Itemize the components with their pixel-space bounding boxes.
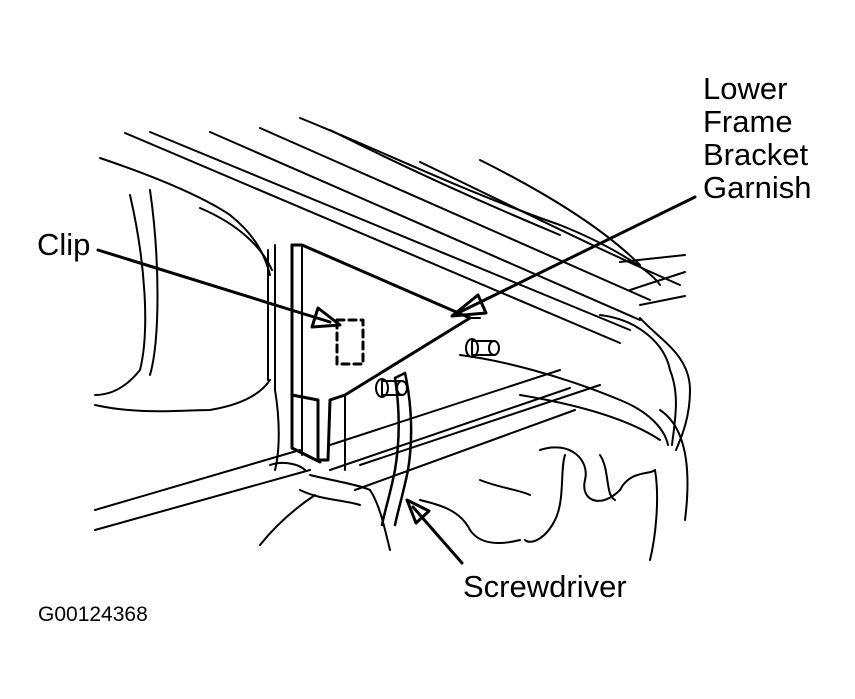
screwdriver-icon (380, 371, 413, 527)
label-line-4: Garnish (703, 170, 812, 205)
leader-line-clip (96, 248, 342, 329)
sill-lines (94, 369, 601, 551)
lower-frame-bracket-garnish (290, 243, 481, 471)
clip-marker (335, 318, 365, 366)
leader-line-screwdriver (405, 498, 464, 565)
right-pillar (459, 314, 691, 561)
upper-frame-lines (124, 117, 686, 344)
figure-id: G00124368 (38, 603, 148, 626)
clip-label: Clip (37, 227, 91, 262)
lower-frame-bracket-garnish-label: Lower Frame Bracket Garnish (703, 72, 812, 204)
screwdriver-label: Screwdriver (463, 569, 627, 604)
label-line-2: Frame (703, 104, 793, 139)
label-line-3: Bracket (703, 137, 809, 172)
leader-line-garnish (450, 195, 697, 318)
label-line-1: Lower (703, 71, 788, 106)
door-panel (94, 157, 280, 471)
stud-icons (375, 338, 500, 398)
